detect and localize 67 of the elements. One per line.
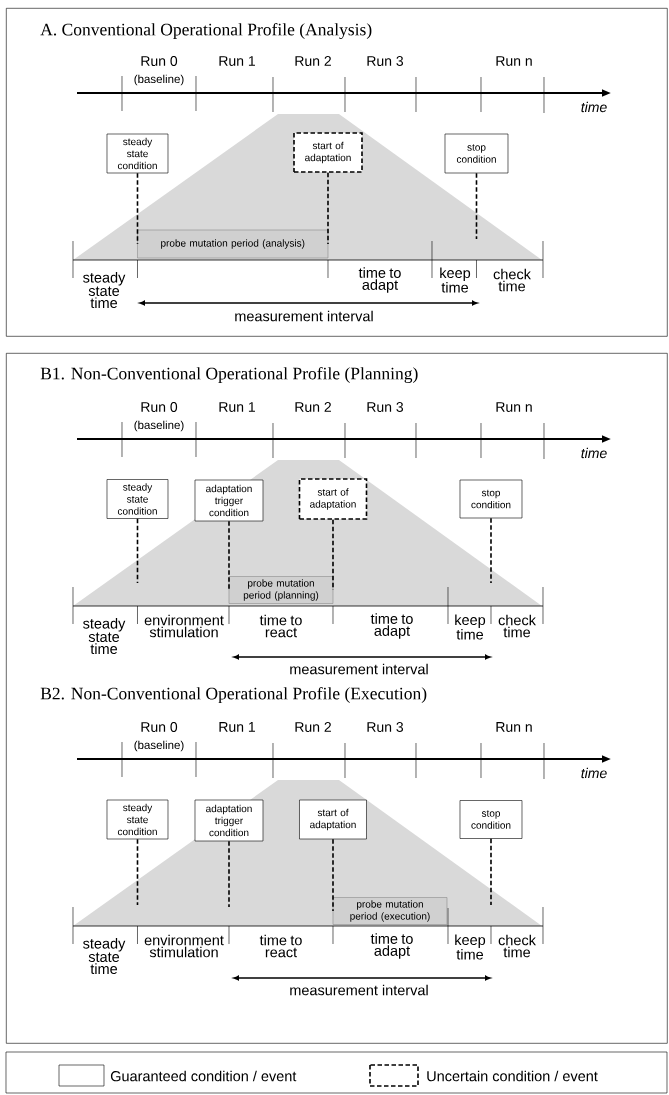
run-label: Run 1 (219, 722, 255, 732)
run-label: Run 3 (367, 56, 404, 66)
condition-box: steady state condition (106, 479, 169, 519)
interval-label: time to adapt (370, 613, 413, 639)
dashed-line (136, 518, 139, 584)
run-note: (baseline) (134, 420, 184, 432)
run-label: Run 3 (367, 722, 404, 732)
interval-label: steady state time (83, 938, 126, 974)
axis-label: time (581, 101, 607, 113)
dashed-line (490, 838, 492, 906)
interval-label: environment stimulation (144, 614, 224, 638)
period-box: probe mutation period (planning) (228, 576, 334, 604)
condition-box: start of adaptation (299, 799, 367, 840)
run-label: Run 1 (219, 56, 255, 66)
axis-label: time (581, 767, 607, 779)
period-box: probe mutation period (execution) (332, 897, 448, 925)
interval-label: keep time (440, 267, 471, 293)
interval-label: keep time (455, 614, 486, 640)
interval-label: environment stimulation (144, 934, 224, 958)
run-label: Run n (496, 402, 532, 412)
dimension-label: measurement interval (290, 984, 428, 996)
condition-box: steady state condition (106, 133, 169, 174)
interval-label: time to adapt (358, 267, 401, 293)
interval-label: steady state time (83, 272, 126, 308)
interval-label: check time (493, 268, 531, 292)
dimension-label: measurement interval (235, 310, 373, 322)
dashed-line (228, 520, 230, 591)
interval-label: check time (498, 934, 536, 958)
legend-text: Guaranteed condition / event (110, 1070, 297, 1082)
dashed-line (136, 172, 139, 245)
run-label: Run 0 (141, 56, 178, 66)
panel-title: A. Conventional Operational Profile (Analysis) (40, 22, 372, 40)
run-note: (baseline) (134, 74, 184, 86)
condition-box: start of adaptation (293, 132, 363, 173)
run-label: Run 2 (295, 56, 331, 66)
run-note: (baseline) (134, 740, 184, 752)
run-label: Run 3 (367, 402, 404, 412)
legend-text: Uncertain condition / event (427, 1070, 598, 1082)
interval-label: steady state time (83, 618, 126, 654)
panel-title: B2. Non-Conventional Operational Profile (Execution) (40, 687, 427, 704)
run-label: Run 1 (219, 402, 255, 412)
axis-label: time (581, 447, 607, 459)
dashed-line (228, 840, 230, 908)
panel-title: B1. Non-Conventional Operational Profile (Planning) (40, 366, 418, 384)
condition-box: stop condition (459, 479, 523, 519)
condition-box: steady state condition (106, 799, 169, 840)
run-label: Run n (496, 56, 532, 66)
dashed-line (475, 172, 478, 240)
dashed-line (332, 838, 334, 912)
condition-box: stop condition (444, 133, 509, 174)
dashed-line (136, 838, 139, 906)
condition-box: adaptation trigger condition (194, 799, 264, 842)
interval-label: check time (498, 614, 536, 638)
condition-box: adaptation trigger condition (194, 479, 264, 522)
run-label: Run n (496, 722, 532, 732)
interval-label: time to react (259, 934, 302, 958)
condition-box: start of adaptation (298, 478, 368, 520)
run-label: Run 2 (295, 722, 331, 732)
run-label: Run 0 (141, 722, 178, 732)
run-label: Run 0 (141, 402, 178, 412)
interval-label: keep time (455, 934, 486, 960)
dashed-line (327, 172, 329, 245)
run-label: Run 2 (295, 402, 331, 412)
period-box: probe mutation period (analysis) (137, 229, 329, 259)
dimension-label: measurement interval (290, 663, 428, 675)
condition-box: stop condition (459, 800, 523, 839)
dashed-line (490, 517, 492, 584)
